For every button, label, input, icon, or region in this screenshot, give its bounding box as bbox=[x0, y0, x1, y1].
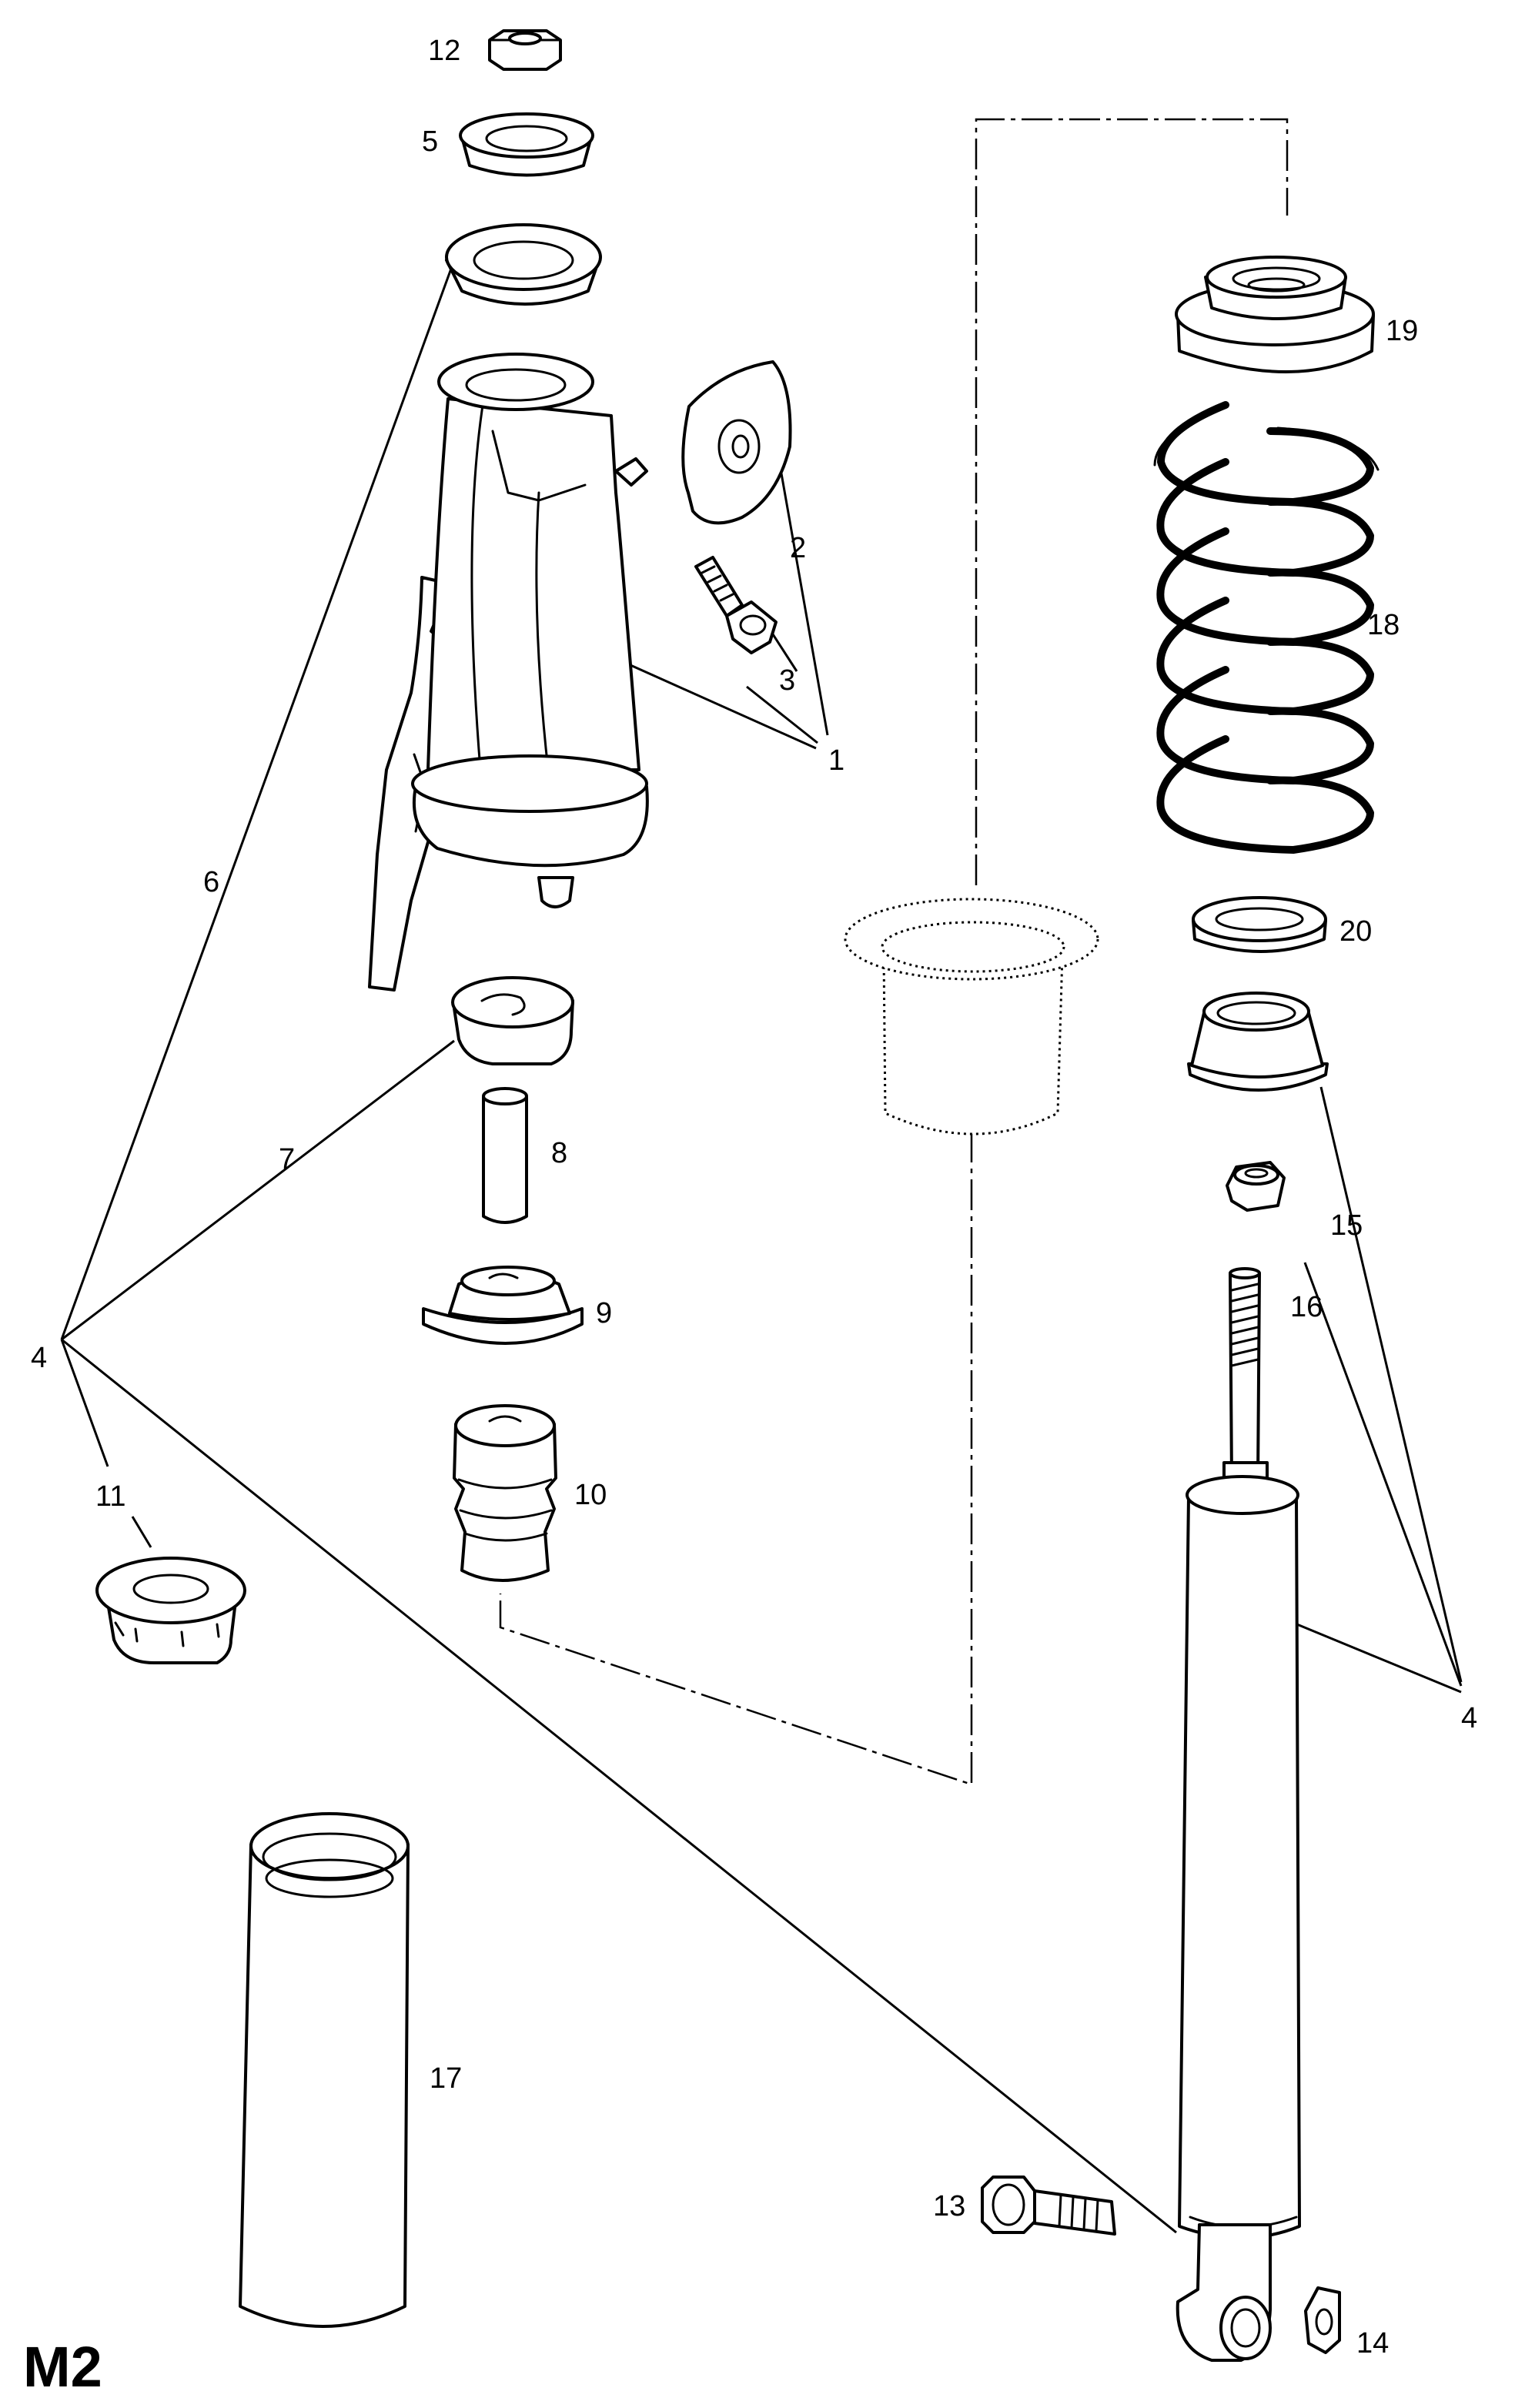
label-part-8: 8 bbox=[551, 1137, 567, 1169]
spring-seat-20 bbox=[1192, 896, 1327, 953]
assembly-line-bottom bbox=[499, 1132, 973, 1786]
label-part-17: 17 bbox=[430, 2062, 462, 2095]
assembly-line-top bbox=[975, 118, 1289, 885]
bush-7 bbox=[451, 976, 574, 1065]
leader-lines bbox=[60, 259, 1463, 2234]
diagram-title: M2 bbox=[23, 2335, 102, 2399]
label-part-7: 7 bbox=[279, 1143, 295, 1176]
coil-spring-18 bbox=[1153, 401, 1380, 854]
cap-2 bbox=[681, 360, 792, 525]
label-part-12: 12 bbox=[428, 35, 460, 67]
label-part-6: 6 bbox=[203, 866, 219, 898]
label-part-16: 16 bbox=[1290, 1291, 1323, 1323]
label-part-15: 15 bbox=[1330, 1209, 1363, 1242]
shock-absorber-4 bbox=[1176, 1267, 1301, 2362]
strut-housing-1 bbox=[368, 353, 649, 992]
label-part-19: 19 bbox=[1386, 315, 1418, 347]
sleeve-8 bbox=[482, 1087, 528, 1224]
dotted-cup bbox=[844, 898, 1099, 1135]
label-part-1: 1 bbox=[828, 744, 844, 777]
label-part-9: 9 bbox=[596, 1297, 612, 1329]
label-part-18: 18 bbox=[1367, 609, 1400, 641]
bush-11 bbox=[95, 1557, 246, 1664]
nut-16 bbox=[1226, 1161, 1286, 1212]
label-part-5: 5 bbox=[422, 125, 438, 158]
label-part-20: 20 bbox=[1339, 915, 1372, 948]
part-number-labels: 12 5 2 3 1 6 7 8 9 4 10 11 17 19 18 20 1… bbox=[31, 35, 1477, 2360]
label-part-10: 10 bbox=[574, 1479, 607, 1511]
label-part-14: 14 bbox=[1356, 2327, 1389, 2360]
label-part-13: 13 bbox=[933, 2190, 965, 2222]
label-part-2: 2 bbox=[790, 532, 806, 564]
spring-seat-19 bbox=[1175, 256, 1375, 373]
label-part-4-right: 4 bbox=[1461, 1702, 1477, 1734]
label-part-4-left: 4 bbox=[31, 1342, 47, 1374]
bolt-13 bbox=[981, 2176, 1116, 2236]
bump-stop-10 bbox=[453, 1404, 557, 1582]
cup-15 bbox=[1187, 992, 1329, 1092]
label-part-11: 11 bbox=[95, 1480, 125, 1513]
washer-9 bbox=[422, 1266, 584, 1345]
bolt-3 bbox=[694, 556, 778, 654]
label-part-3: 3 bbox=[779, 664, 795, 697]
washer-5 bbox=[459, 112, 594, 177]
nut-12 bbox=[488, 29, 562, 71]
mount-6 bbox=[445, 223, 602, 306]
clip-nut-14 bbox=[1304, 2286, 1341, 2354]
dust-boot-17 bbox=[239, 1812, 410, 2328]
